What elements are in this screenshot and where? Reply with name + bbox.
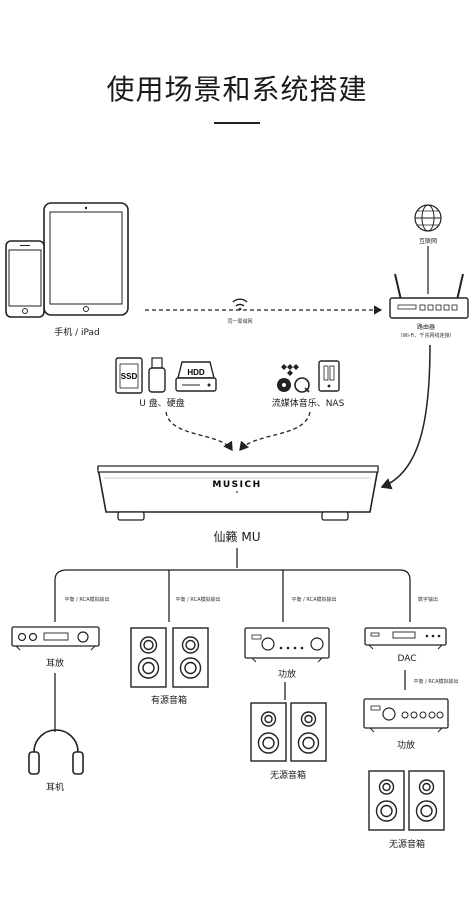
storage-to-player-line <box>165 411 233 452</box>
internet-label: 互联网 <box>418 238 438 245</box>
player-name-label: 仙籁 MU <box>213 530 261 544</box>
amplifier-icon <box>244 627 330 663</box>
amplifier-icon-2 <box>363 698 449 733</box>
music-disc-icon <box>277 378 291 392</box>
ssd-text: SSD <box>121 372 138 381</box>
headamp-label: 耳放 <box>45 659 65 669</box>
streaming-label: 流媒体音乐、NAS <box>271 399 345 409</box>
amp-label: 功放 <box>277 670 297 680</box>
wifi-icon <box>232 298 248 311</box>
globe-icon <box>414 204 442 232</box>
page-title: 使用场景和系统搭建 <box>106 73 368 106</box>
nas-icon <box>318 360 340 392</box>
active-speakers-icon <box>130 627 209 688</box>
phone-icon <box>5 240 45 318</box>
usb-hdd-label: U 盘、硬盘 <box>139 399 185 409</box>
router-note-label: （Wi-Fi、千兆网线连接） <box>397 333 455 339</box>
tidal-icon <box>281 364 299 376</box>
active-speakers-label: 有源音箱 <box>150 696 188 706</box>
usb-drive-icon <box>148 357 166 393</box>
headphone-amp-icon <box>11 626 100 651</box>
output-label-4: 数字输出 <box>417 597 439 603</box>
player-device <box>97 465 379 521</box>
same-lan-label: 同一局域网 <box>227 319 253 325</box>
headphones-icon <box>28 729 84 775</box>
output-label-3: 平衡 / RCA模拟输出 <box>291 597 337 603</box>
dac-label: DAC <box>397 654 417 664</box>
router-icon <box>389 273 469 319</box>
output-label-1: 平衡 / RCA模拟输出 <box>64 597 110 603</box>
title-underline <box>214 122 260 124</box>
headphones-label: 耳机 <box>45 783 65 793</box>
passive-speakers-icon <box>250 702 327 762</box>
passive-speakers2-label: 无源音箱 <box>388 840 426 850</box>
output-label-2: 平衡 / RCA模拟输出 <box>175 597 221 603</box>
ssd-icon <box>115 357 143 394</box>
hdd-text: HDD <box>187 368 205 377</box>
dac-icon <box>364 627 447 650</box>
hdd-icon <box>175 361 217 392</box>
amp2-label: 功放 <box>396 741 416 751</box>
router-to-player-line <box>380 344 431 490</box>
output-tree <box>54 548 411 732</box>
phone-ipad-label: 手机 / iPad <box>54 328 100 338</box>
router-label: 路由器 <box>416 324 436 331</box>
passive-speakers-icon-2 <box>368 770 445 831</box>
stream-to-player-line <box>239 411 311 451</box>
qobuz-icon <box>294 377 310 393</box>
passive-speakers-label: 无源音箱 <box>269 771 307 781</box>
brand-logo: MUSICH <box>212 480 261 490</box>
output-label-5: 平衡 / RCA模拟输出 <box>413 679 459 685</box>
ipad-icon <box>43 202 129 316</box>
